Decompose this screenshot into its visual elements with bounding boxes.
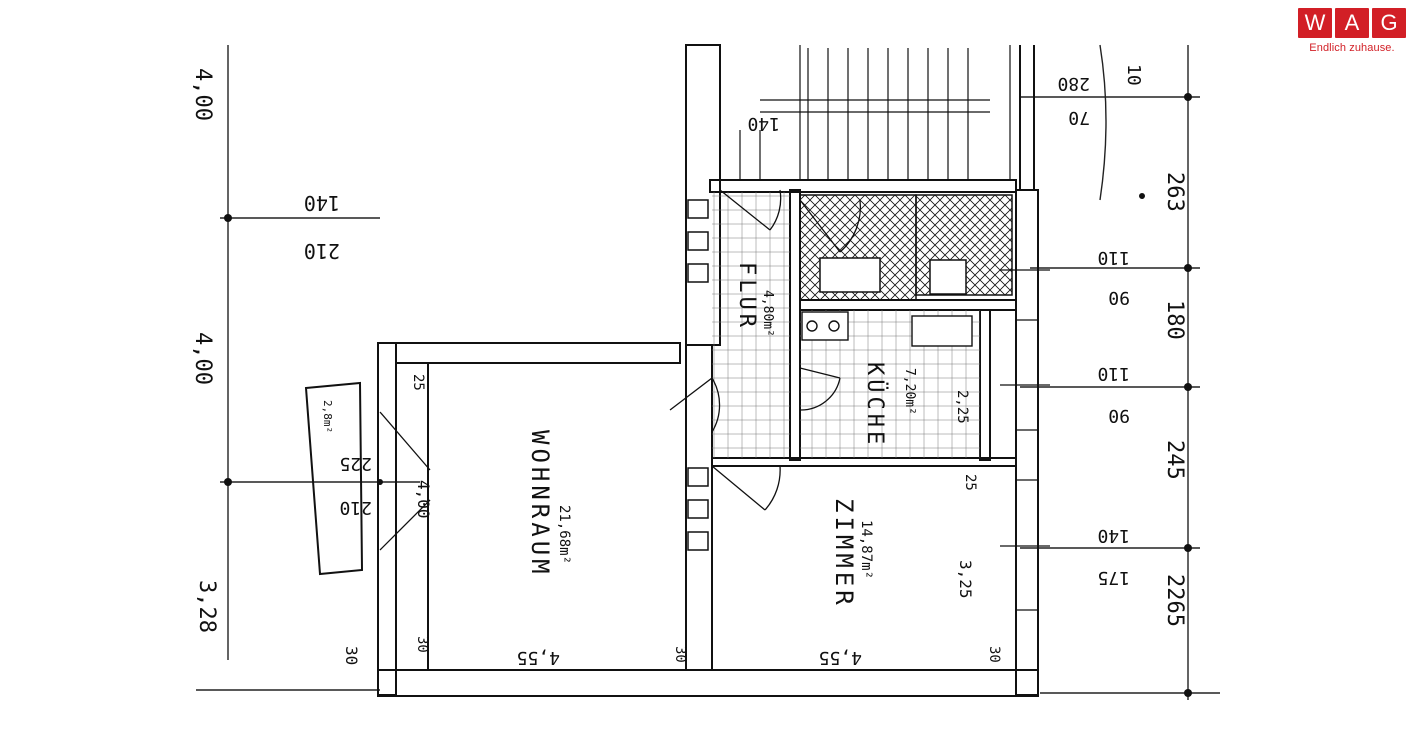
dim-top-right-b: 70	[1068, 107, 1090, 128]
dim-right-win2-b: 90	[1108, 405, 1130, 426]
dim-wall-30b: 30	[414, 636, 430, 653]
room-area-wohnraum: 21,68m²	[556, 505, 572, 564]
dim-stair-140: 140	[747, 113, 780, 134]
left-dimension-line	[196, 45, 420, 691]
room-label-wohnraum: WOHNRAUM	[526, 430, 554, 578]
left-dimension-dots	[224, 214, 383, 486]
logo-letter-a: A	[1335, 8, 1369, 38]
dim-wohn-width: 4,55	[517, 647, 560, 668]
dim-win-left-a: 210	[304, 239, 340, 263]
kitchen-fixtures	[801, 311, 973, 347]
dim-wohn-depth: 4,00	[414, 480, 433, 519]
dim-right-win1-a: 110	[1097, 247, 1130, 268]
dim-right-mid: 180	[1162, 300, 1187, 340]
doors	[669, 189, 862, 511]
dim-right-win3-a: 140	[1097, 525, 1130, 546]
dim-zimmer-width: 4,55	[819, 647, 862, 668]
dim-wall-25b: 25	[962, 474, 978, 491]
dim-win-left-b: 140	[304, 191, 340, 215]
dim-balcony-b: 210	[339, 497, 372, 518]
logo-letters: W A G	[1296, 8, 1408, 38]
dim-balcony-area: 2,8m²	[321, 400, 334, 433]
logo-letter-w: W	[1298, 8, 1332, 38]
dim-right-bottom: 2265	[1162, 574, 1187, 627]
right-dimension-dots	[1139, 93, 1192, 697]
dim-wall-30c: 30	[672, 646, 688, 663]
bathroom-area	[799, 194, 1013, 301]
dim-left-bottom: 3,28	[194, 580, 219, 633]
dim-right-top: 263	[1162, 172, 1187, 212]
hallway-tiles	[712, 192, 980, 458]
dim-top-right-c: 280	[1057, 73, 1090, 94]
room-label-flur: FLUR	[734, 262, 759, 331]
dim-zimmer-depth: 3,25	[956, 560, 975, 599]
staircase	[739, 45, 1011, 180]
dim-wall-25a: 25	[410, 374, 426, 391]
room-label-zimmer: ZIMMER	[830, 498, 858, 609]
dim-wall-30d: 30	[986, 646, 1002, 663]
dim-balcony-a: 225	[339, 453, 372, 474]
wag-logo: W A G Endlich zuhause.	[1296, 8, 1408, 54]
right-dimension-line	[1020, 44, 1220, 700]
room-label-kueche: KÜCHE	[862, 362, 888, 448]
room-area-flur: 4,80m²	[760, 290, 775, 337]
room-area-zimmer: 14,87m²	[858, 520, 874, 579]
chimney	[687, 199, 709, 551]
dim-kueche-depth: 2,25	[954, 390, 970, 424]
dim-top-right-a: 10	[1123, 64, 1144, 86]
dimension-labels: 4,00 4,00 3,28 263 180 245 2265 10 70 28…	[190, 64, 1187, 668]
dim-left-mid: 4,00	[190, 332, 215, 385]
dim-right-win3-b: 175	[1097, 567, 1130, 588]
windows-left	[304, 381, 431, 670]
logo-letter-g: G	[1372, 8, 1406, 38]
logo-tagline: Endlich zuhause.	[1309, 42, 1395, 54]
room-area-kueche: 7,20m²	[902, 368, 917, 415]
dim-right-low: 245	[1162, 440, 1187, 480]
dim-left-top: 4,00	[190, 68, 215, 121]
dim-right-win2-a: 110	[1097, 363, 1130, 384]
dim-right-win1-b: 90	[1108, 287, 1130, 308]
dim-wall-30a: 30	[342, 646, 361, 665]
windows-right	[1000, 269, 1050, 611]
